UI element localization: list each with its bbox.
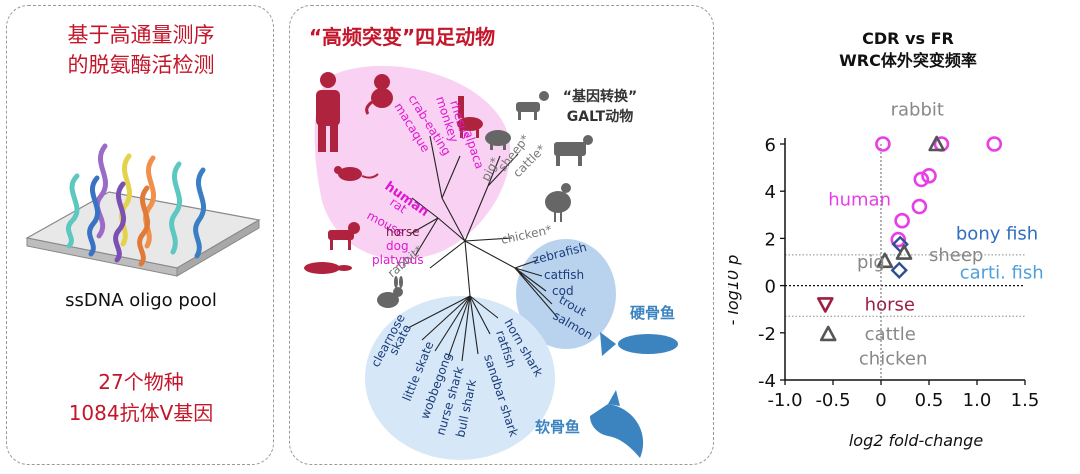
y-tick-label: 0 — [765, 277, 776, 298]
rat-icon — [334, 166, 379, 181]
y-tick-label: 6 — [765, 135, 776, 156]
leaf-platypus: platypus — [372, 253, 424, 267]
leaf-horse: horse — [386, 225, 420, 239]
assay-panel-graphic: 基于高通量测序 的脱氨酶活检测 ssDNA oligo pool 27个物种 1… — [25, 23, 261, 425]
label-carti-fish: carti. fish — [960, 263, 1044, 284]
phylogeny-panel: “高频突变”四足动物 — [289, 5, 714, 465]
volcano-chart: CDR vs FR WRC体外突变频率 -1.0 -0.5 0 0.5 1.0 1.5 -4… — [728, 29, 1044, 450]
point-human — [890, 231, 907, 248]
x-tick-label: 0 — [875, 390, 886, 411]
cattle-icon — [554, 135, 593, 166]
monkey-icon — [365, 74, 393, 115]
rabbit-icon — [377, 276, 403, 308]
point-carti-fish — [890, 261, 908, 279]
label-bony-fish: bony fish — [956, 224, 1038, 245]
shark-icon — [590, 390, 644, 458]
x-axis-label: log2 fold-change — [849, 431, 983, 450]
bony-fish-region — [516, 239, 616, 349]
point-rabbit — [928, 135, 945, 152]
assay-title-line2: 的脱氨酶活检测 — [68, 53, 215, 77]
y-tick-label: -2 — [758, 324, 776, 345]
human-icon — [316, 72, 340, 152]
leaf-cod: cod — [552, 284, 574, 298]
label-cattle: cattle — [865, 324, 916, 345]
assay-title-line1: 基于高通量测序 — [68, 23, 215, 47]
galt-title-line1: “基因转换” — [563, 88, 637, 105]
y-tick-label: -4 — [758, 371, 776, 392]
bony-fish-icon — [600, 332, 678, 356]
x-tick-label: 1.5 — [1011, 390, 1040, 411]
leaf-catfish: catfish — [544, 268, 584, 282]
point-sheep — [895, 244, 913, 260]
label-sheep: sheep — [929, 245, 983, 266]
label-horse: horse — [865, 294, 915, 315]
leaf-dog: dog — [386, 239, 409, 253]
species-count: 27个物种 — [98, 370, 183, 394]
phylogeny-title: “高频突变”四足动物 — [309, 25, 495, 49]
phylogeny-graphic: “高频突变”四足动物 — [304, 25, 678, 460]
chart-plot-area: -1.0 -0.5 0 0.5 1.0 1.5 -4 -2 0 2 4 6 rabbit human bon… — [758, 100, 1044, 411]
oligo-pool-label: ssDNA oligo pool — [65, 290, 217, 311]
alpaca-icon — [457, 96, 483, 138]
platypus-icon — [304, 262, 352, 274]
chicken-icon — [545, 183, 571, 222]
phylogenetic-tree — [407, 135, 559, 362]
leaf-chicken: chicken* — [500, 223, 553, 247]
point-human — [986, 136, 1003, 152]
x-tick-label: -0.5 — [815, 390, 850, 411]
label-human: human — [828, 189, 891, 210]
point-human — [921, 168, 937, 184]
y-axis-label: - log10 p — [728, 255, 742, 326]
assay-panel: 基于高通量测序 的脱氨酶活检测 ssDNA oligo pool 27个物种 1… — [6, 5, 274, 465]
bony-fish-label: 硬骨鱼 — [630, 304, 675, 322]
chart-title-line2: WRC体外突变频率 — [839, 51, 977, 70]
chart-title-line1: CDR vs FR — [862, 29, 954, 48]
point-human — [913, 171, 930, 188]
point-horse — [817, 297, 834, 313]
cartilaginous-fish-region — [365, 296, 555, 460]
point-human — [911, 198, 928, 215]
y-tick-label: 2 — [765, 229, 776, 250]
label-pig: pig — [857, 252, 885, 273]
x-tick-label: 0.5 — [915, 390, 944, 411]
point-pig — [876, 252, 894, 269]
gene-count: 1084抗体V基因 — [69, 401, 214, 425]
oligo-strands-icon — [65, 143, 207, 267]
y-tick-label: 4 — [765, 182, 776, 203]
point-human — [894, 212, 910, 229]
dog-icon — [328, 222, 360, 250]
x-tick-label: -1.0 — [767, 390, 802, 411]
point-human — [875, 136, 891, 152]
galt-title-line2: GALT动物 — [567, 108, 633, 125]
pig-icon — [485, 130, 511, 150]
cartilaginous-fish-label: 软骨鱼 — [535, 418, 580, 436]
point-cattle-chicken — [819, 325, 837, 342]
x-tick-label: 1.0 — [963, 390, 992, 411]
label-rabbit: rabbit — [891, 100, 944, 121]
label-chicken: chicken — [859, 349, 927, 370]
goat-icon — [516, 91, 549, 120]
